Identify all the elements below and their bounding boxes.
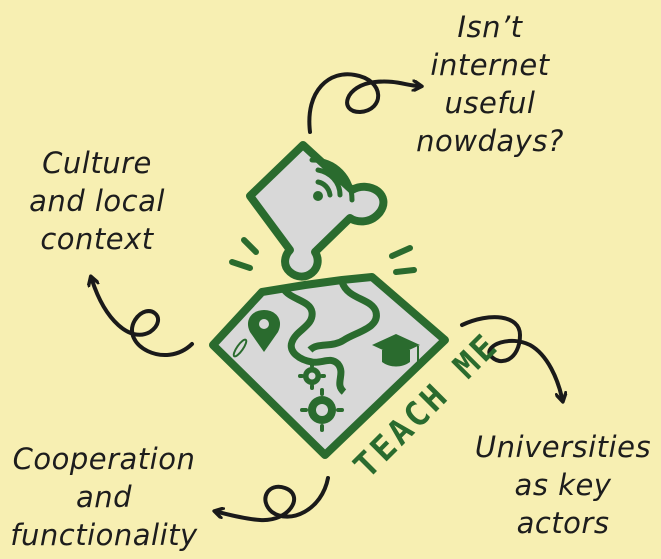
label-culture: Culture and local context — [29, 146, 165, 256]
arrow-to-cooperation — [218, 476, 330, 523]
label-internet: Isn’t internet useful nowdays? — [416, 10, 564, 158]
arrow-to-culture — [92, 280, 194, 357]
graduation-cap-icon — [372, 334, 420, 367]
gears-icon — [298, 362, 344, 432]
teach-me-logo: TEACH ME — [209, 141, 507, 486]
spark-lines-icon — [229, 237, 417, 275]
label-universities: Universities as key actors — [474, 430, 652, 540]
arrow-to-internet — [307, 72, 418, 134]
arrow-to-universities — [460, 315, 562, 398]
wifi-icon — [309, 157, 355, 203]
map-pin-icon — [232, 310, 281, 358]
label-cooperation: Cooperation and functionality — [10, 442, 198, 552]
main-puzzle — [209, 273, 449, 459]
top-puzzle-piece — [246, 141, 388, 281]
